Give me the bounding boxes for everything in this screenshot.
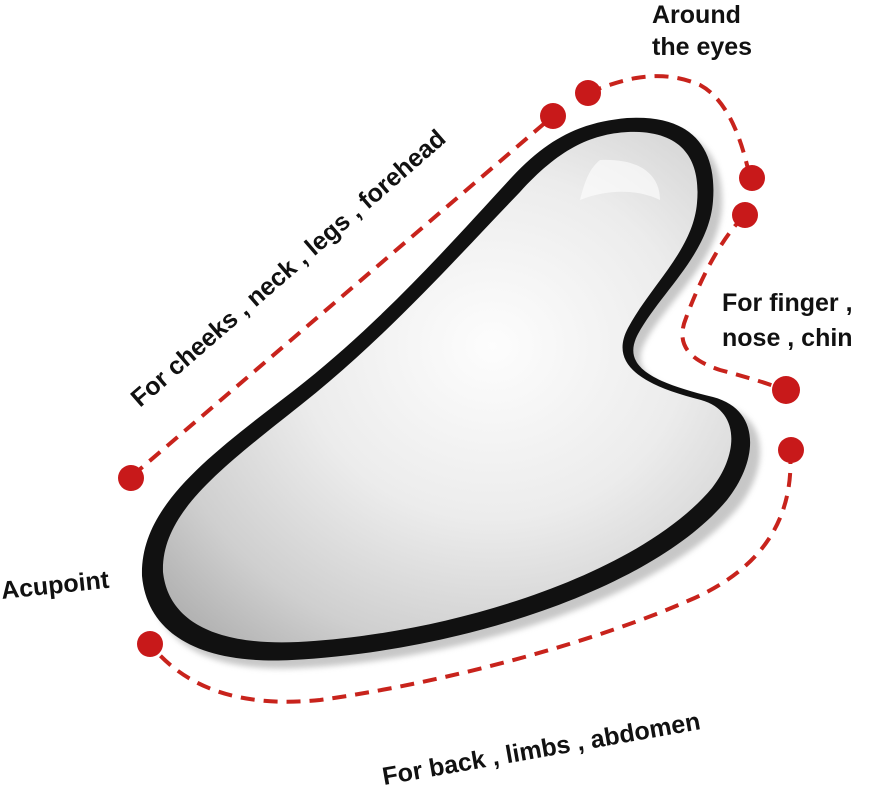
tool-highlight	[580, 159, 660, 200]
gua-sha-tool	[141, 117, 761, 669]
label-around-eyes-line1: Around	[652, 1, 741, 29]
label-around-eyes-line2: the eyes	[652, 33, 752, 61]
label-acupoint: Acupoint	[0, 566, 111, 605]
dot-eyes-start	[575, 80, 601, 106]
dot-cheeks-start	[118, 465, 144, 491]
dot-acupoint	[137, 631, 163, 657]
dot-back-start	[778, 437, 804, 463]
guide-line-back	[148, 449, 793, 704]
guide-line-finger	[680, 214, 785, 392]
acupressure-dots	[118, 80, 804, 657]
label-finger-line1: For finger ,	[722, 289, 853, 317]
guide-line-cheeks	[130, 114, 555, 478]
dot-cheeks-end	[540, 103, 566, 129]
dot-finger-end	[772, 376, 800, 404]
dot-finger-start	[732, 202, 758, 228]
label-finger-line2: nose , chin	[722, 324, 853, 352]
dot-eyes-end	[739, 165, 765, 191]
tool-face	[162, 131, 732, 643]
label-back: For back , limbs , abdomen	[380, 707, 702, 791]
guide-lines	[130, 74, 793, 704]
guide-line-eyes	[587, 74, 752, 179]
